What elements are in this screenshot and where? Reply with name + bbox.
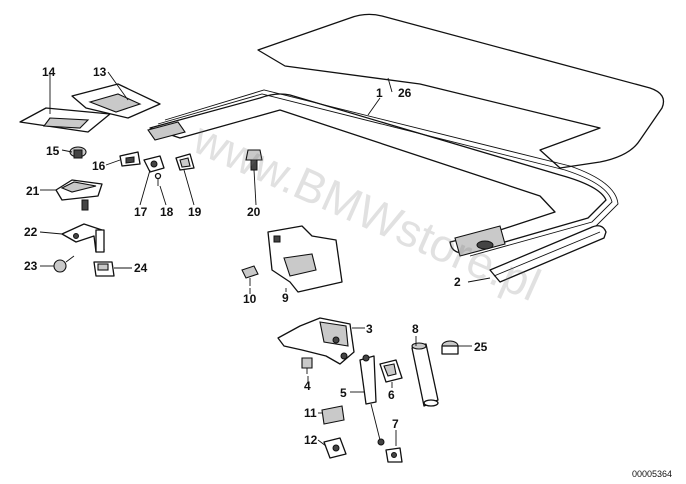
clip-19 xyxy=(175,153,195,171)
leader-22 xyxy=(39,231,63,235)
stop-6 xyxy=(379,359,403,383)
callout-10: 10 xyxy=(243,292,257,306)
callout-17: 17 xyxy=(134,205,148,219)
callout-18: 18 xyxy=(160,205,174,219)
callout-8: 8 xyxy=(412,322,419,336)
bracket-16 xyxy=(119,151,141,167)
callout-9: 9 xyxy=(282,291,289,305)
callout-7: 7 xyxy=(392,417,399,431)
leader-18 xyxy=(159,185,167,206)
callout-21: 21 xyxy=(26,184,40,198)
leader-17 xyxy=(139,169,151,206)
callout-2: 2 xyxy=(454,275,461,289)
clip-7 xyxy=(385,447,403,463)
callout-11: 11 xyxy=(304,406,317,420)
callout-23: 23 xyxy=(24,259,38,273)
leader-26 xyxy=(387,77,393,93)
screw-4 xyxy=(301,357,313,374)
cap-25 xyxy=(441,340,459,355)
callout-6: 6 xyxy=(388,388,395,402)
cover-panel-26 xyxy=(257,13,665,169)
pad-11 xyxy=(321,405,345,425)
callout-14: 14 xyxy=(42,65,56,79)
leader-2 xyxy=(467,277,491,283)
leader-20 xyxy=(253,169,257,206)
bracket-17 xyxy=(143,155,165,173)
callout-15: 15 xyxy=(46,144,60,158)
callout-12: 12 xyxy=(304,433,318,447)
callout-24: 24 xyxy=(134,261,148,275)
gas-strut-5 xyxy=(359,354,385,446)
leader-1 xyxy=(367,97,381,116)
trim-plate-14 xyxy=(19,107,111,133)
callout-25: 25 xyxy=(474,340,488,354)
callout-13: 13 xyxy=(93,65,107,79)
clip-15 xyxy=(69,146,87,159)
callout-3: 3 xyxy=(366,322,373,336)
knob-21 xyxy=(55,179,103,211)
latch-assembly-3 xyxy=(277,317,355,365)
hinge-22 xyxy=(61,223,105,253)
fitting-12 xyxy=(323,437,347,459)
leader-19 xyxy=(183,169,195,206)
screw-18 xyxy=(154,172,162,186)
leader-13 xyxy=(107,71,129,101)
leader-lines xyxy=(39,71,491,447)
callout-22: 22 xyxy=(24,225,38,239)
bracket-plate-9 xyxy=(267,225,343,293)
callout-26: 26 xyxy=(398,86,412,100)
cylinder-8 xyxy=(411,342,439,407)
callout-19: 19 xyxy=(188,205,202,219)
pin-10 xyxy=(241,265,259,286)
watermark: www.BMWstore.pl xyxy=(185,111,548,311)
switch-24 xyxy=(93,261,115,277)
callout-20: 20 xyxy=(247,205,261,219)
leader-15 xyxy=(61,149,73,153)
screw-23 xyxy=(53,255,75,273)
leader-12 xyxy=(317,439,327,447)
seal-strip-2 xyxy=(489,225,607,283)
cover-plate-13 xyxy=(71,83,161,119)
callout-4: 4 xyxy=(304,379,311,393)
callout-labels: 26 1 2 3 4 5 6 7 8 9 10 11 12 13 14 15 1… xyxy=(24,65,488,447)
leader-16 xyxy=(105,159,121,166)
callout-5: 5 xyxy=(340,386,347,400)
callout-16: 16 xyxy=(92,159,106,173)
reference-code: 00005364 xyxy=(632,469,672,479)
callout-1: 1 xyxy=(376,86,383,100)
frame-1 xyxy=(147,89,619,257)
